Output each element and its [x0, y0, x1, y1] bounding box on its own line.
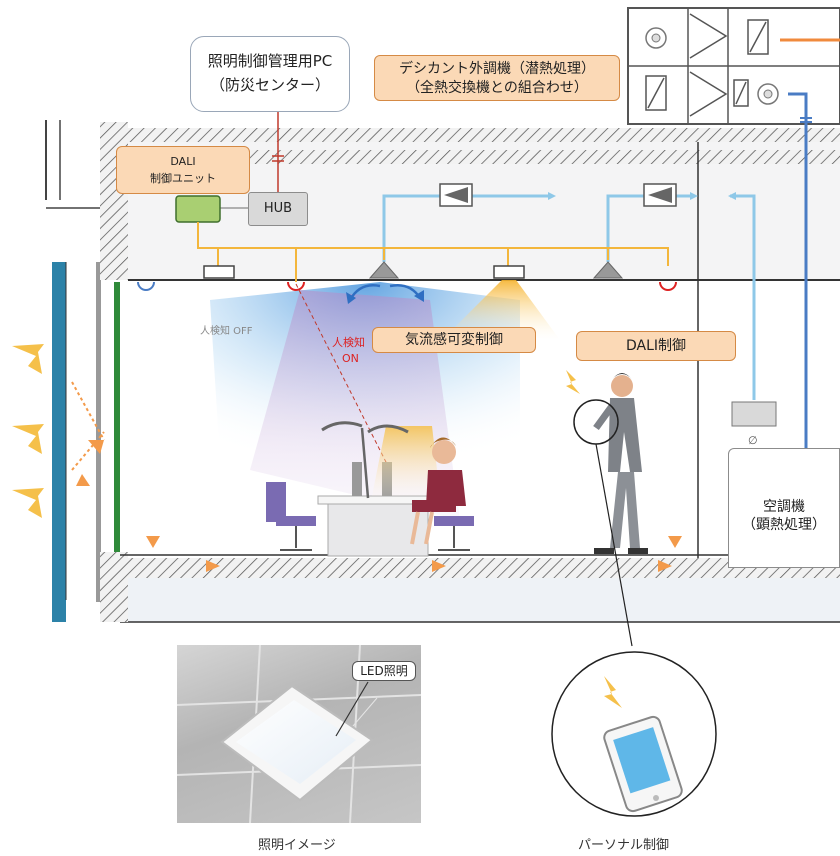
personal-control-caption: パーソナル制御 — [578, 838, 670, 853]
hub-box: HUB — [248, 192, 308, 226]
control-pc-label: 照明制御管理用PC — [207, 52, 333, 70]
led-light-label: LED照明 — [352, 661, 416, 681]
blue-riser — [788, 92, 808, 450]
airflow-control-label: 気流感可変制御 — [372, 327, 536, 353]
window-inner-green — [114, 282, 120, 552]
lightning-icon — [566, 370, 580, 394]
office-furniture — [266, 462, 474, 557]
dali-wiring — [197, 222, 669, 266]
desiccant-callout: デシカント外調機（潜熱処理） （全熱交換機との組合わせ） — [374, 55, 620, 101]
presence-on-label: ON — [342, 352, 359, 365]
seated-worker — [410, 437, 466, 545]
lower-wall — [100, 552, 128, 622]
dali-unit-sublabel: 制御ユニット — [150, 172, 216, 185]
upper-slab — [112, 128, 840, 142]
ceiling-slab — [128, 150, 840, 164]
presence-label: 人検知 — [332, 336, 365, 349]
ac-unit-label: 空調機 （顕熱処理） — [734, 498, 834, 534]
dali-unit-box — [175, 195, 221, 223]
standing-worker — [593, 373, 648, 554]
lightning-icon — [604, 676, 622, 708]
presence-off-label: 人検知 OFF — [200, 326, 253, 337]
ac-unit-title: 空調機 — [763, 499, 805, 515]
dali-unit-callout: DALI 制御ユニット — [116, 146, 250, 194]
desiccant-sublabel: （全熱交換機との組合わせ） — [406, 80, 588, 96]
sunlight-arrows — [12, 344, 44, 518]
warm-light-beam — [452, 280, 560, 340]
floor-air-arrows — [146, 536, 682, 572]
control-pc-callout: 照明制御管理用PC （防災センター） — [190, 36, 350, 112]
lighting-image-caption: 照明イメージ — [258, 838, 336, 853]
damper-boxes — [439, 183, 677, 207]
fan-icon — [645, 27, 779, 105]
window-glass — [52, 262, 66, 622]
ceiling-fixtures — [137, 261, 677, 291]
smartphone-icon — [603, 715, 683, 813]
desiccant-unit — [627, 7, 840, 125]
dali-unit-label: DALI — [170, 155, 196, 168]
ac-unit-box — [728, 448, 840, 568]
ac-unit-subtitle: （顕熱処理） — [742, 517, 826, 533]
desiccant-label: デシカント外調機（潜熱処理） — [399, 61, 595, 77]
svg-text:∅: ∅ — [748, 434, 758, 447]
dali-control-label: DALI制御 — [576, 331, 736, 361]
control-pc-sublabel: （防災センター） — [209, 76, 330, 94]
